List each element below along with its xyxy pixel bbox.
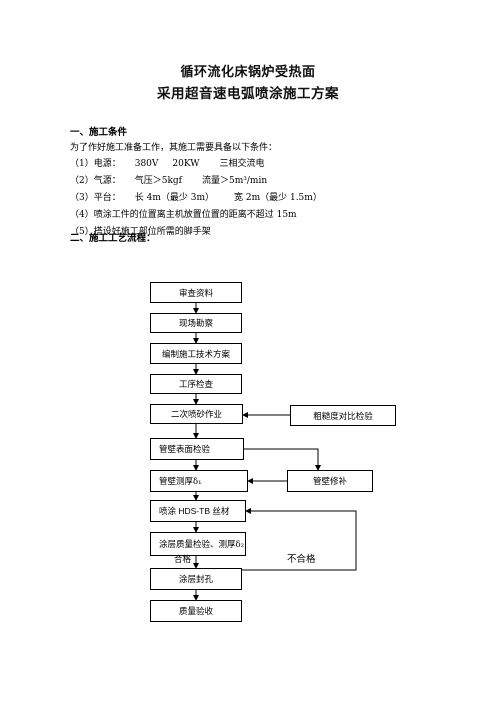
flow-step-plan: 编制施工技术方案 [150, 343, 242, 364]
condition-item-distance: （4）喷涂工件的位置离主机放置位置的距离不超过 15m [70, 207, 297, 220]
condition-value: 喷涂工件的位置离主机放置位置的距离不超过 15m [93, 210, 297, 220]
condition-value: 宽 2m（最少 1.5m） [233, 193, 322, 203]
flow-step-thickness: 管壁测厚δ₁ [150, 470, 248, 492]
document-title-line1: 循环流化床锅炉受热面 [180, 65, 316, 80]
condition-value: 搭设好施工部位所需的脚手架 [93, 227, 211, 237]
flow-label-fail: 不合格 [287, 554, 316, 565]
condition-item-air: （2）气源： 气压＞5kgf 流量＞5m³/min [70, 173, 267, 186]
arrow-fail-loop [168, 508, 357, 571]
condition-item-platform: （3）平台： 长 4m（最少 3m） 宽 2m（最少 1.5m） [70, 190, 322, 203]
arrow-surface-to-repair [244, 448, 321, 471]
section2-heading: 二、施工工艺流程： [70, 233, 156, 244]
flow-step-seal: 涂层封孔 [150, 568, 242, 590]
condition-value: 气压＞5kgf [134, 176, 183, 186]
condition-label: （4） [70, 210, 94, 220]
flow-step-spray: 喷涂 HDS-TB 丝材 [150, 500, 246, 522]
document-title-line2: 采用超音速电弧喷涂施工方案 [157, 86, 339, 102]
flow-step-inspect: 工序检查 [150, 374, 242, 394]
condition-label: （3）平台： [70, 193, 121, 203]
condition-value: 流量＞5m³/min [202, 176, 268, 186]
condition-item-scaffold: （5）搭设好施工部位所需的脚手架 [70, 224, 211, 237]
section1-heading: 一、施工条件 [70, 127, 128, 138]
condition-value: 380V [134, 159, 159, 169]
condition-item-power: （1）电源： 380V 20KW 三相交流电 [70, 156, 265, 169]
condition-value: 20KW [172, 159, 200, 169]
condition-label: （2）气源： [70, 176, 121, 186]
condition-label: （1）电源： [70, 159, 121, 169]
condition-label: （5） [70, 227, 94, 237]
flow-step-blast: 二次喷砂作业 [150, 404, 243, 424]
flow-step-accept: 质量验收 [150, 600, 242, 622]
flow-side-repair: 管壁修补 [287, 470, 373, 492]
flow-label-pass: 合格 [174, 555, 192, 565]
condition-value: 长 4m（最少 3m） [134, 193, 214, 203]
flow-step-quality-check: 涂层质量检验、测厚δ₂ [150, 532, 246, 556]
flow-step-surface-check: 管壁表面检验 [150, 438, 244, 460]
flow-side-roughness: 粗糙度对比检验 [290, 405, 396, 426]
section1-intro: 为了作好施工准备工作，其施工需要具备以下条件： [70, 143, 278, 153]
condition-value: 三相交流电 [219, 159, 265, 169]
flow-step-review: 审查资料 [150, 282, 242, 303]
flow-step-survey: 现场勘察 [150, 313, 242, 333]
